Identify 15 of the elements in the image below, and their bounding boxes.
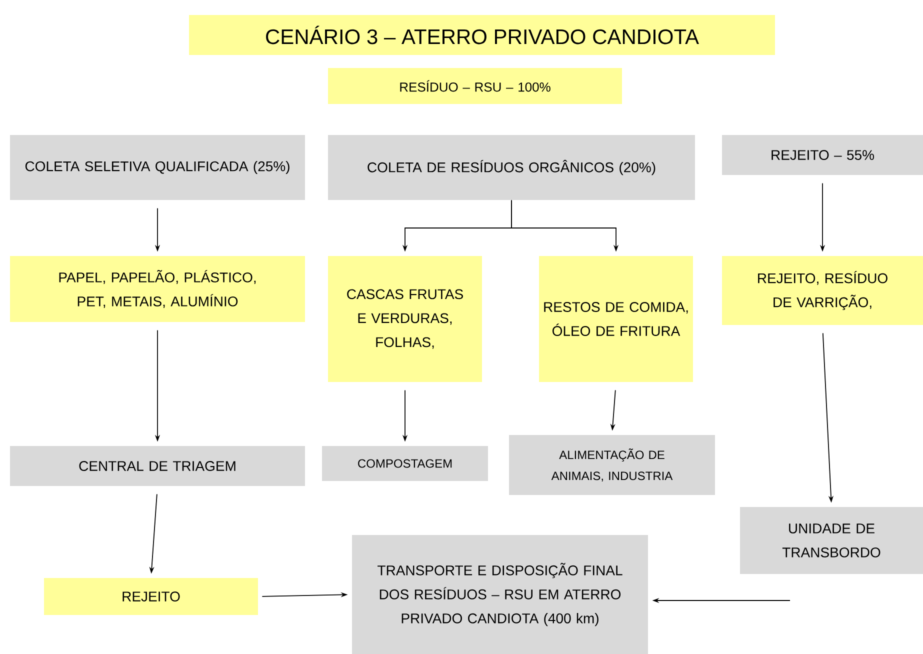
process-box: REJEITO – 55%: [722, 135, 923, 175]
highlight-box: REJEITO: [44, 578, 258, 615]
process-box: COLETA SELETIVA QUALIFICADA (25%): [10, 135, 305, 200]
process-box: COMPOSTAGEM: [322, 446, 488, 481]
process-box: TRANSPORTE E DISPOSIÇÃO FINAL DOS RESÍDUOS – RSU EM ATERRO PRIVADO CANDIOTA (400 km): [352, 535, 648, 654]
process-box: UNIDADE DE TRANSBORDO: [740, 507, 923, 574]
highlight-box: RESÍDUO – RSU – 100%: [328, 68, 622, 104]
process-box: ALIMENTAÇÃO DE ANIMAIS, INDUSTRIA: [509, 435, 715, 495]
highlight-box: PAPEL, PAPELÃO, PLÁSTICO, PET, METAIS, ALUMÍNIO: [10, 256, 305, 322]
title-box: CENÁRIO 3 – ATERRO PRIVADO CANDIOTA: [189, 15, 775, 55]
highlight-box: CASCAS FRUTAS E VERDURAS, FOLHAS,: [328, 256, 482, 382]
highlight-box: RESTOS DE COMIDA, ÓLEO DE FRITURA: [539, 256, 693, 382]
process-box: CENTRAL DE TRIAGEM: [10, 446, 305, 486]
highlight-box: REJEITO, RESÍDUO DE VARRIÇÃO,: [722, 256, 923, 325]
process-box: COLETA DE RESÍDUOS ORGÂNICOS (20%): [328, 135, 695, 200]
